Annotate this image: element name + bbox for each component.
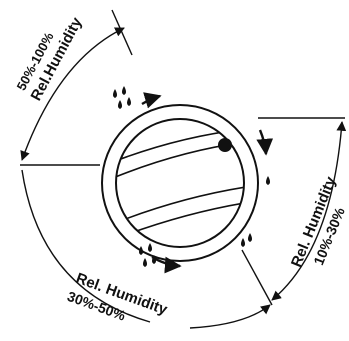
dial-indicator-dot: [218, 138, 232, 152]
label-bottom: Rel. Humidity 30%-50%: [65, 269, 170, 337]
water-drops-icon: [113, 86, 131, 109]
water-drops-icon: [241, 233, 252, 247]
label-right: Rel. Humidity 10%-30%: [288, 174, 349, 277]
dial-knob[interactable]: [100, 90, 264, 261]
water-drop-icon: [266, 176, 270, 185]
label-top-left: 50%-100% Rel.Humidity: [13, 6, 86, 103]
